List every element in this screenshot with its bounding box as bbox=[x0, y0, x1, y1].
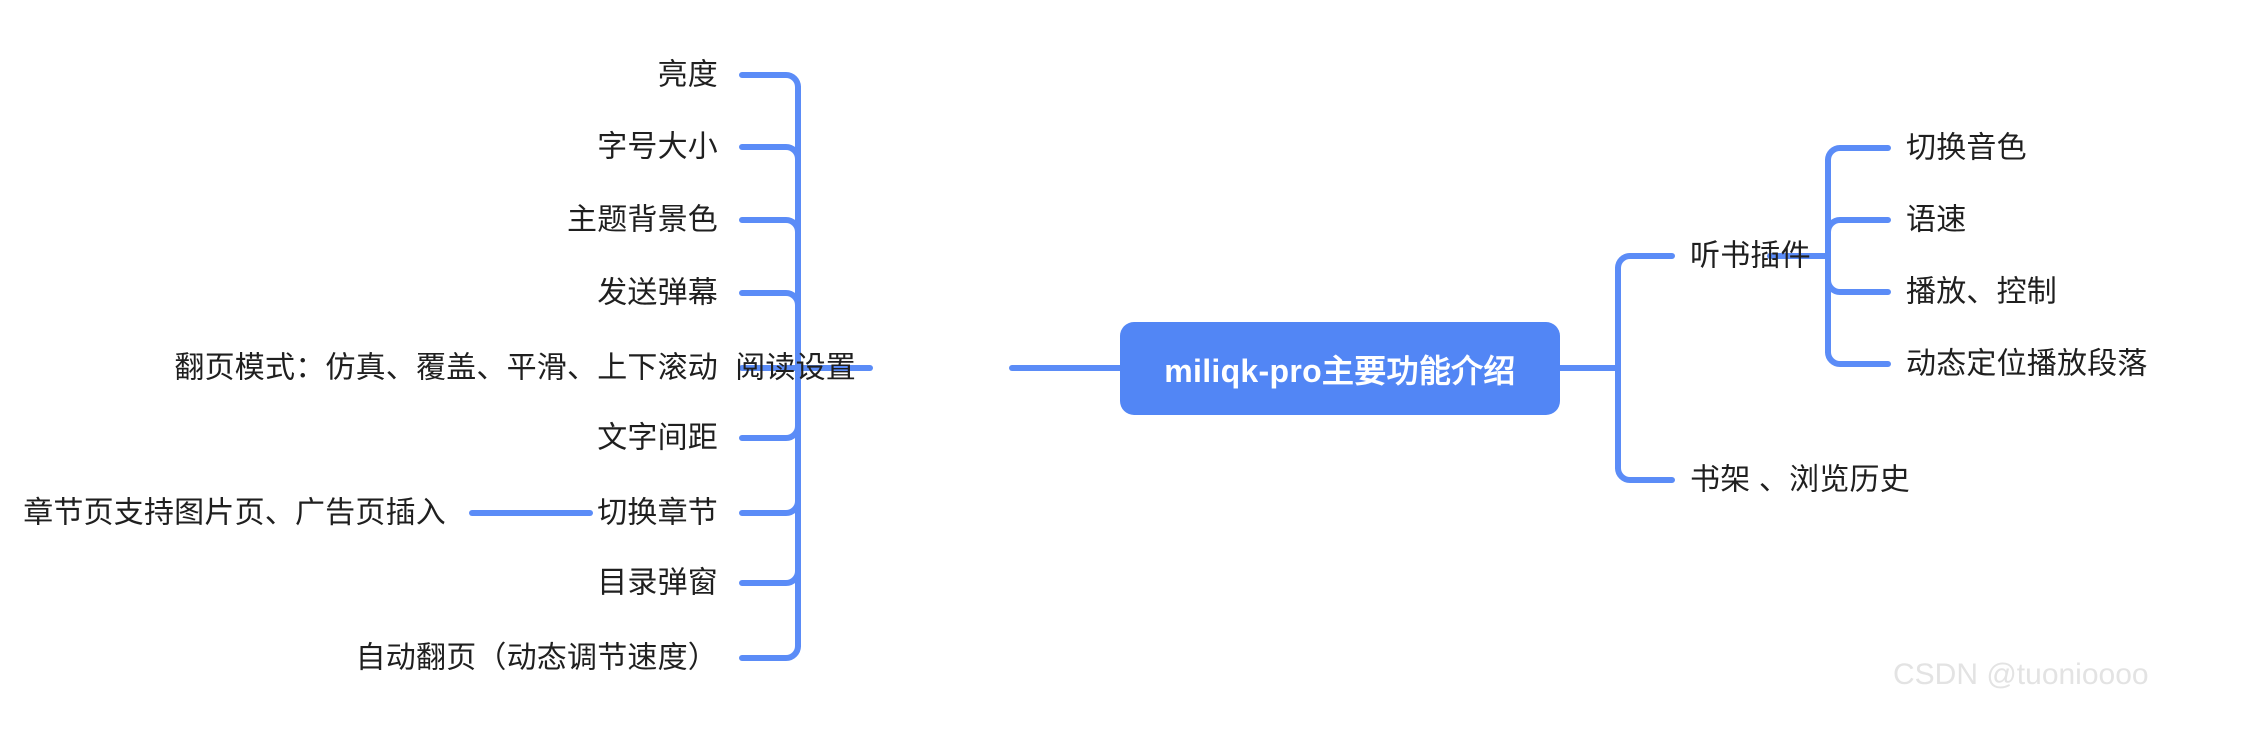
edge-left-child-8 bbox=[739, 568, 801, 586]
leaf-text-spacing[interactable]: 文字间距 bbox=[597, 421, 718, 455]
branch-node-audiobook-plugin[interactable]: 听书插件 bbox=[1690, 239, 1811, 273]
leaf-chapter-switch[interactable]: 切换章节 bbox=[597, 496, 718, 530]
leaf-chapter-page-supports-image-ad[interactable]: 章节页支持图片页、广告页插入 bbox=[23, 496, 446, 530]
edge-left-child-9 bbox=[739, 643, 801, 661]
edge-tingshu-child-4 bbox=[1825, 349, 1891, 367]
watermark-text: CSDN @tuonioooo bbox=[1893, 658, 2149, 691]
leaf-toc-popup[interactable]: 目录弹窗 bbox=[597, 566, 718, 600]
leaf-speech-rate[interactable]: 语速 bbox=[1906, 203, 1967, 237]
edge-left-child-6 bbox=[739, 423, 801, 441]
edge-tingshu-child-1 bbox=[1825, 145, 1891, 163]
branch-node-reading-settings[interactable]: 阅读设置 bbox=[735, 351, 856, 385]
leaf-switch-voice[interactable]: 切换音色 bbox=[1906, 131, 2027, 165]
root-node[interactable]: miliqk-pro主要功能介绍 bbox=[1120, 322, 1560, 415]
edge-right-branch-1 bbox=[1615, 253, 1675, 271]
edge-left-child-1 bbox=[739, 72, 801, 90]
leaf-dynamic-paragraph-playback[interactable]: 动态定位播放段落 bbox=[1906, 347, 2148, 381]
branch-node-bookshelf-history[interactable]: 书架 、浏览历史 bbox=[1690, 463, 1910, 497]
edge-tingshu-child-2 bbox=[1825, 217, 1891, 235]
edge-left-child-3 bbox=[739, 217, 801, 235]
leaf-playback-control[interactable]: 播放、控制 bbox=[1906, 275, 2057, 309]
edge-left-child-7 bbox=[739, 498, 801, 516]
edge-left-child-4 bbox=[739, 290, 801, 308]
leaf-send-danmaku[interactable]: 发送弹幕 bbox=[597, 276, 718, 310]
leaf-page-turn-mode[interactable]: 翻页模式：仿真、覆盖、平滑、上下滚动 bbox=[174, 351, 718, 385]
leaf-font-size[interactable]: 字号大小 bbox=[597, 130, 718, 164]
edge-left-child-2 bbox=[739, 144, 801, 162]
edge-tingshu-child-3 bbox=[1825, 277, 1891, 295]
edge-right-branch-2 bbox=[1615, 465, 1675, 483]
leaf-theme-background-color[interactable]: 主题背景色 bbox=[567, 203, 718, 237]
leaf-auto-page-turn[interactable]: 自动翻页（动态调节速度） bbox=[355, 641, 718, 675]
leaf-brightness[interactable]: 亮度 bbox=[657, 58, 718, 92]
